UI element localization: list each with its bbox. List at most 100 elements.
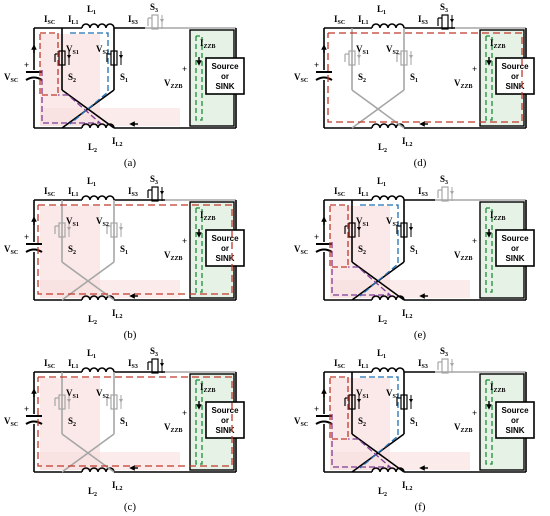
label-is3: IS3 — [418, 358, 428, 370]
label-il2: IL2 — [402, 308, 413, 320]
s2-switch — [344, 50, 361, 66]
inductor-l2 — [81, 467, 115, 473]
label-s1: S1 — [120, 416, 128, 428]
box-line-1: Source — [211, 406, 239, 415]
box-line-2: or — [511, 244, 519, 253]
label-s2: S2 — [358, 72, 366, 84]
box-line-3: SINK — [215, 426, 234, 435]
label-l1: L1 — [377, 4, 386, 16]
caption-b: (b) — [124, 329, 137, 341]
s1-switch-body — [400, 394, 408, 410]
plus-zzb: + — [182, 236, 187, 246]
label-l2: L2 — [378, 486, 387, 498]
label-il2: IL2 — [402, 136, 413, 148]
caption-e: (e) — [414, 329, 427, 341]
highlight-bottom — [330, 280, 470, 298]
s2-switch — [54, 50, 71, 66]
current-path-cross — [359, 376, 399, 469]
s3-switch-body — [151, 14, 159, 30]
s3-switch — [147, 14, 164, 30]
s1-switch — [106, 50, 123, 66]
label-isc: ISC — [44, 14, 55, 26]
label-isc: ISC — [44, 186, 55, 198]
current-path-cross — [359, 204, 399, 297]
box-line-3: SINK — [215, 82, 234, 91]
label-isc: ISC — [44, 358, 55, 370]
label-vzzb: VZZB — [164, 78, 183, 90]
inductor-l1 — [81, 367, 115, 373]
s3-switch — [437, 14, 454, 30]
s2-switch-body — [58, 50, 66, 66]
cap-plate-bottom — [315, 420, 333, 425]
label-s1: S1 — [410, 244, 418, 256]
cap-plate-bottom — [25, 76, 43, 81]
inductor-l1 — [81, 23, 115, 29]
plus-zzb: + — [182, 408, 187, 418]
label-s1: S1 — [120, 72, 128, 84]
current-path-right-small — [195, 207, 203, 293]
s1-switch — [106, 222, 123, 238]
label-l1: L1 — [87, 176, 96, 188]
label-s1: S1 — [410, 416, 418, 428]
source-sink-box — [205, 401, 245, 439]
s3-switch-body — [151, 358, 159, 374]
inductor-l2 — [81, 295, 115, 301]
label-is3: IS3 — [128, 14, 138, 26]
caption-c: (c) — [124, 501, 137, 513]
current-path-right-small — [485, 35, 493, 121]
plus-sc: + — [314, 404, 319, 414]
label-s3: S3 — [440, 346, 448, 358]
label-l1: L1 — [377, 348, 386, 360]
caption-a: (a) — [124, 157, 137, 169]
current-path-right-small — [195, 379, 203, 465]
box-line-3: SINK — [505, 254, 524, 263]
current-path-big — [37, 376, 233, 467]
plus-sc: + — [24, 60, 29, 70]
label-il1: IL1 — [68, 14, 79, 26]
s1-switch — [396, 50, 413, 66]
label-vsc: VSC — [4, 244, 18, 256]
plus-zzb: + — [182, 64, 187, 74]
caption-d: (d) — [414, 157, 427, 169]
plus-sc: + — [314, 232, 319, 242]
label-vsc: VSC — [294, 244, 308, 256]
s2-switch — [344, 222, 361, 238]
highlight-bottom — [330, 452, 470, 470]
label-l2: L2 — [88, 486, 97, 498]
current-path-left-bottom — [331, 242, 392, 296]
label-s3: S3 — [150, 174, 158, 186]
label-il1: IL1 — [358, 14, 369, 26]
highlight-bottom — [40, 108, 180, 126]
current-path-left-bottom — [331, 414, 392, 468]
inductor-l1 — [81, 195, 115, 201]
inductor-l1 — [371, 367, 405, 373]
inductor-l2 — [371, 123, 405, 129]
s2-switch-body — [58, 222, 66, 238]
label-is3: IS3 — [128, 186, 138, 198]
label-il1: IL1 — [68, 358, 79, 370]
source-sink-box — [495, 57, 535, 95]
s2-switch-body — [58, 394, 66, 410]
box-line-2: or — [221, 416, 229, 425]
label-il1: IL1 — [358, 358, 369, 370]
current-path-right-small — [485, 379, 493, 465]
label-vzzb: VZZB — [164, 422, 183, 434]
label-s3: S3 — [150, 2, 158, 14]
s2-switch — [54, 222, 71, 238]
box-line-2: or — [511, 72, 519, 81]
box-line-3: SINK — [505, 426, 524, 435]
source-sink-box — [205, 57, 245, 95]
label-vs2: VS2 — [386, 44, 399, 56]
label-l2: L2 — [378, 314, 387, 326]
source-sink-box — [495, 401, 535, 439]
current-path-big — [327, 32, 523, 123]
label-il2: IL2 — [112, 308, 123, 320]
s1-switch — [396, 394, 413, 410]
s2-switch-body — [348, 394, 356, 410]
inductor-l1 — [371, 195, 405, 201]
cap-plate-bottom — [315, 76, 333, 81]
label-s3: S3 — [150, 346, 158, 358]
plus-zzb: + — [472, 408, 477, 418]
